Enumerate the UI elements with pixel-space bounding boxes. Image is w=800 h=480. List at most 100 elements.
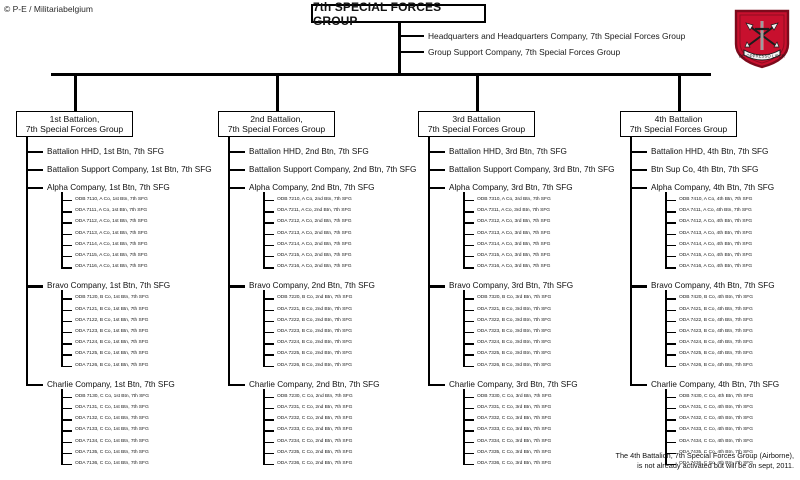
team-label[interactable]: ODA 7315, A Co, 3rd Btn, 7th SFG <box>477 253 551 258</box>
team-label[interactable]: ODA 7412, A Co, 4th Btn, 7th SFG <box>679 219 753 225</box>
team-label[interactable]: ODA 7213, A Co, 2nd Btn, 7th SFG <box>277 230 352 236</box>
team-label[interactable]: ODA 7211, A Co, 2nd Btn, 7th SFG <box>277 208 352 214</box>
team-label[interactable]: ODA 7433, C Co, 4th Btn, 7th SFG <box>679 427 753 433</box>
team-label[interactable]: ODA 7131, C Co, 1st Btn, 7th SFG <box>75 405 149 410</box>
team-label[interactable]: ODA 7126, B Co, 1st Btn, 7th SFG <box>75 362 149 368</box>
team-label[interactable]: ODA 7133, C Co, 1st Btn, 7th SFG <box>75 427 149 433</box>
team-label[interactable]: ODA 7223, B Co, 2nd Btn, 7th SFG <box>277 329 353 334</box>
team-label[interactable]: ODA 7226, B Co, 2nd Btn, 7th SFG <box>277 362 353 368</box>
team-label[interactable]: ODA 7435, C Co, 4th Btn, 7th SFG <box>679 449 753 455</box>
battalion-unit-label[interactable]: Battalion HHD, 3rd Btn, 7th SFG <box>449 147 567 156</box>
team-label[interactable]: ODA 7414, A Co, 4th Btn, 7th SFG <box>679 241 753 247</box>
battalion-unit-label[interactable]: Battalion Support Company, 1st Btn, 7th … <box>47 165 212 174</box>
company-label[interactable]: Bravo Company, 4th Btn, 7th SFG <box>651 281 775 291</box>
team-label[interactable]: ODA 7212, A Co, 2nd Btn, 7th SFG <box>277 219 352 225</box>
team-label[interactable]: ODA 7111, A Co, 1st Btn, 7th SFG <box>75 208 148 214</box>
team-label[interactable]: ODA 7215, A Co, 2nd Btn, 7th SFG <box>277 253 352 258</box>
company-label[interactable]: Bravo Company, 3rd Btn, 7th SFG <box>449 281 574 291</box>
team-label[interactable]: ODA 7331, C Co, 3rd Btn, 7th SFG <box>477 405 552 410</box>
team-label[interactable]: ODA 7413, A Co, 4th Btn, 7th SFG <box>679 230 753 236</box>
team-label[interactable]: ODA 7233, C Co, 2nd Btn, 7th SFG <box>277 427 353 433</box>
team-label[interactable]: ODB 7410, A Co, 4th Btn, 7th SFG <box>679 197 753 202</box>
team-label[interactable]: ODA 7334, C Co, 3rd Btn, 7th SFG <box>477 438 552 444</box>
battalion-unit-label[interactable]: Battalion HHD, 2nd Btn, 7th SFG <box>249 147 369 156</box>
team-label[interactable]: ODA 7235, C Co, 2nd Btn, 7th SFG <box>277 449 353 455</box>
team-label[interactable]: ODA 7121, B Co, 1st Btn, 7th SFG <box>75 306 149 312</box>
team-label[interactable]: ODA 7222, B Co, 2nd Btn, 7th SFG <box>277 317 353 323</box>
team-label[interactable]: ODA 7225, B Co, 2nd Btn, 7th SFG <box>277 351 353 357</box>
team-label[interactable]: ODA 7234, C Co, 2nd Btn, 7th SFG <box>277 438 353 444</box>
team-label[interactable]: ODA 7115, A Co, 1st Btn, 7th SFG <box>75 253 148 258</box>
team-label[interactable]: ODA 7231, C Co, 2nd Btn, 7th SFG <box>277 405 353 410</box>
team-label[interactable]: ODA 7132, C Co, 1st Btn, 7th SFG <box>75 416 149 422</box>
team-label[interactable]: ODA 7332, C Co, 3rd Btn, 7th SFG <box>477 416 552 422</box>
team-label[interactable]: ODB 7320, B Co, 3rd Btn, 7th SFG <box>477 295 552 301</box>
company-label[interactable]: Charlie Company, 4th Btn, 7th SFG <box>651 379 780 389</box>
team-label[interactable]: ODA 7313, A Co, 3rd Btn, 7th SFG <box>477 230 551 236</box>
company-label[interactable]: Alpha Company, 2nd Btn, 7th SFG <box>249 183 375 192</box>
team-label[interactable]: ODB 7130, C Co, 1st Btn, 7th SFG <box>75 393 149 399</box>
battalion-unit-label[interactable]: Battalion HHD, 1st Btn, 7th SFG <box>47 147 164 156</box>
team-label[interactable]: ODA 7325, B Co, 3rd Btn, 7th SFG <box>477 351 551 357</box>
team-label[interactable]: ODA 7221, B Co, 2nd Btn, 7th SFG <box>277 306 353 312</box>
team-label[interactable]: ODA 7113, A Co, 1st Btn, 7th SFG <box>75 230 148 236</box>
battalion-unit-label[interactable]: Battalion Support Company, 2nd Btn, 7th … <box>249 165 417 174</box>
team-label[interactable]: ODA 7216, A Co, 2nd Btn, 7th SFG <box>277 264 352 270</box>
team-label[interactable]: ODB 7210, A Co, 2nd Btn, 7th SFG <box>277 197 352 202</box>
team-label[interactable]: ODA 7336, C Co, 3rd Btn, 7th SFG <box>477 461 552 466</box>
team-label[interactable]: ODA 7431, C Co, 4th Btn, 7th SFG <box>679 405 753 410</box>
team-label[interactable]: ODB 7420, B Co, 4th Btn, 7th SFG <box>679 295 753 301</box>
team-label[interactable]: ODA 7232, C Co, 2nd Btn, 7th SFG <box>277 416 353 422</box>
company-label[interactable]: Bravo Company, 1st Btn, 7th SFG <box>47 281 171 291</box>
team-label[interactable]: ODA 7411, A Co, 4th Btn, 7th SFG <box>679 208 752 214</box>
team-label[interactable]: ODA 7333, C Co, 3rd Btn, 7th SFG <box>477 427 552 433</box>
team-label[interactable]: ODA 7114, A Co, 1st Btn, 7th SFG <box>75 241 148 247</box>
team-label[interactable]: ODA 7421, B Co, 4th Btn, 7th SFG <box>679 306 753 312</box>
team-label[interactable]: ODA 7423, B Co, 4th Btn, 7th SFG <box>679 329 753 334</box>
battalion-node[interactable]: 1st Battalion,7th Special Forces Group <box>16 111 133 137</box>
battalion-node[interactable]: 2nd Battalion,7th Special Forces Group <box>218 111 335 137</box>
team-label[interactable]: ODA 7322, B Co, 3rd Btn, 7th SFG <box>477 317 551 323</box>
team-label[interactable]: ODA 7324, B Co, 3rd Btn, 7th SFG <box>477 340 551 346</box>
team-label[interactable]: ODA 7432, C Co, 4th Btn, 7th SFG <box>679 416 753 422</box>
team-label[interactable]: ODA 7236, C Co, 2nd Btn, 7th SFG <box>277 461 353 466</box>
company-label[interactable]: Bravo Company, 2nd Btn, 7th SFG <box>249 281 375 291</box>
battalion-unit-label[interactable]: Battalion Support Company, 3rd Btn, 7th … <box>449 165 615 174</box>
team-label[interactable]: ODA 7224, B Co, 2nd Btn, 7th SFG <box>277 340 353 346</box>
root-node-7th-sfg[interactable]: 7th SPECIAL FORCES GROUP <box>311 0 486 28</box>
team-label[interactable]: ODA 7416, A Co, 4th Btn, 7th SFG <box>679 264 753 270</box>
team-label[interactable]: ODA 7426, B Co, 4th Btn, 7th SFG <box>679 362 753 368</box>
battalion-unit-label[interactable]: Btn Sup Co, 4th Btn, 7th SFG <box>651 165 759 174</box>
team-label[interactable]: ODA 7434, C Co, 4th Btn, 7th SFG <box>679 438 753 444</box>
team-label[interactable]: ODA 7123, B Co, 1st Btn, 7th SFG <box>75 329 149 334</box>
team-label[interactable]: ODB 7310, A Co, 3rd Btn, 7th SFG <box>477 197 551 202</box>
team-label[interactable]: ODB 7110, A Co, 1st Btn, 7th SFG <box>75 197 148 202</box>
team-label[interactable]: ODA 7321, B Co, 3rd Btn, 7th SFG <box>477 306 551 312</box>
team-label[interactable]: ODA 7425, B Co, 4th Btn, 7th SFG <box>679 351 753 357</box>
team-label[interactable]: ODA 7312, A Co, 3rd Btn, 7th SFG <box>477 219 551 225</box>
team-label[interactable]: ODB 7430, C Co, 4th Btn, 7th SFG <box>679 393 754 399</box>
team-label[interactable]: ODA 7415, A Co, 4th Btn, 7th SFG <box>679 253 753 258</box>
company-label[interactable]: Charlie Company, 3rd Btn, 7th SFG <box>449 379 578 389</box>
company-label[interactable]: Alpha Company, 3rd Btn, 7th SFG <box>449 183 573 192</box>
team-label[interactable]: ODA 7335, C Co, 3rd Btn, 7th SFG <box>477 449 552 455</box>
team-label[interactable]: ODA 7122, B Co, 1st Btn, 7th SFG <box>75 317 149 323</box>
team-label[interactable]: ODB 7230, C Co, 2nd Btn, 7th SFG <box>277 393 353 399</box>
company-label[interactable]: Charlie Company, 1st Btn, 7th SFG <box>47 379 175 389</box>
team-label[interactable]: ODB 7330, C Co, 3rd Btn, 7th SFG <box>477 393 552 399</box>
team-label[interactable]: ODA 7314, A Co, 3rd Btn, 7th SFG <box>477 241 551 247</box>
team-label[interactable]: ODA 7135, C Co, 1st Btn, 7th SFG <box>75 449 149 455</box>
battalion-unit-label[interactable]: Battalion HHD, 4th Btn, 7th SFG <box>651 147 769 156</box>
company-label[interactable]: Alpha Company, 1st Btn, 7th SFG <box>47 183 170 192</box>
team-label[interactable]: ODA 7214, A Co, 2nd Btn, 7th SFG <box>277 241 352 247</box>
team-label[interactable]: ODA 7422, B Co, 4th Btn, 7th SFG <box>679 317 753 323</box>
team-label[interactable]: ODA 7116, A Co, 1st Btn, 7th SFG <box>75 264 148 270</box>
team-label[interactable]: ODA 7124, B Co, 1st Btn, 7th SFG <box>75 340 149 346</box>
team-label[interactable]: ODA 7112, A Co, 1st Btn, 7th SFG <box>75 219 148 225</box>
team-label[interactable]: ODA 7316, A Co, 3rd Btn, 7th SFG <box>477 264 551 270</box>
team-label[interactable]: ODA 7436, C Co, 4th Btn, 7th SFG <box>679 461 753 466</box>
team-label[interactable]: ODA 7125, B Co, 1st Btn, 7th SFG <box>75 351 149 357</box>
company-label[interactable]: Charlie Company, 2nd Btn, 7th SFG <box>249 379 380 389</box>
